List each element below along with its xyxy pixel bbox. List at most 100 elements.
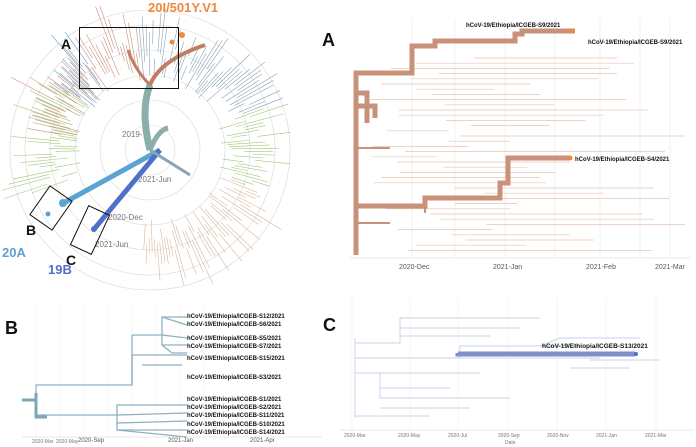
tree-branch	[33, 114, 66, 125]
tree-branch	[13, 153, 53, 157]
axis-tick-c: 2020-Mar	[344, 433, 366, 439]
tree-branch	[53, 129, 77, 136]
axis-tick-b: 2021-Jan	[168, 438, 194, 444]
tree-branch	[180, 66, 188, 81]
ring-label: 2021-Jun	[138, 175, 172, 184]
tree-branch	[141, 16, 146, 62]
tree-branch	[70, 87, 96, 107]
panel-a: hCoV-19/Ethiopia/ICGEB-S9/2021 hCoV-19/E…	[350, 18, 690, 283]
tree-branch	[91, 67, 109, 92]
tree-branch	[49, 131, 76, 137]
tree-branch	[51, 128, 78, 135]
tree-branch	[188, 225, 210, 269]
tree-branch	[73, 68, 90, 86]
tree-branch	[72, 81, 97, 104]
tree-branch	[163, 238, 169, 264]
tree-branch	[172, 230, 187, 279]
tree-branch	[218, 188, 252, 208]
tree-branch	[238, 100, 265, 113]
axis-tick-a: 2021-Feb	[586, 264, 616, 271]
tree-branch	[222, 158, 244, 163]
clade-label-19B: 19B	[48, 262, 72, 277]
tree-branch	[102, 36, 120, 76]
tree-branch	[57, 75, 79, 93]
tree-branch	[26, 141, 61, 145]
tree-branch	[224, 68, 251, 90]
tree-branch	[62, 171, 77, 177]
tree-branch	[200, 72, 219, 93]
tree-branch	[57, 135, 78, 140]
tree-branch	[29, 76, 64, 98]
tip-label-b: hCoV-19/Ethiopia/ICGEB-S2/2021	[187, 405, 282, 411]
tree-branch	[89, 46, 106, 75]
tip-label-b: hCoV-19/Ethiopia/ICGEB-S14/2021	[187, 430, 285, 436]
circular-tree-panel: 20I/501Y.V1 20A 19B 2019- 2021-Jun 2020-…	[0, 0, 291, 291]
tree-branch	[184, 214, 195, 233]
panel-letter-b: B	[5, 318, 18, 338]
tree-branch	[60, 43, 86, 74]
tree-branch	[39, 164, 57, 168]
tree-branch	[145, 244, 147, 264]
tree-branch	[156, 243, 161, 282]
tree-branch	[88, 72, 104, 92]
tree-branch	[240, 204, 282, 230]
tree-branch	[48, 81, 70, 97]
tree-branch	[209, 195, 242, 221]
tree-branch	[47, 84, 77, 104]
tree-branch	[209, 192, 228, 207]
tree-branch	[60, 83, 82, 100]
axis-tick-b: 2021-Apr	[250, 438, 275, 444]
tree-branch	[234, 61, 266, 86]
axis-tick-a: 2021-Jan	[493, 264, 523, 271]
tree-branch	[218, 120, 246, 130]
tree-branch	[211, 202, 233, 222]
tree-branch	[192, 45, 208, 72]
tree-branch	[82, 61, 101, 85]
tree-branch	[229, 144, 271, 147]
tree-branch	[206, 70, 243, 102]
tree-branch	[157, 12, 162, 53]
tree-branch	[54, 162, 81, 168]
clade-label-20A: 20A	[2, 245, 26, 260]
tree-branch	[192, 240, 214, 284]
tree-branch	[69, 70, 100, 101]
circular-tree	[1, 6, 291, 291]
tree-branch	[30, 90, 71, 111]
tip-label-b: hCoV-19/Ethiopia/ICGEB-S12/2021	[187, 314, 285, 320]
tree-branch	[159, 242, 163, 265]
tree-branch	[226, 129, 260, 137]
tree-branch	[47, 76, 88, 106]
tree-branch	[44, 108, 67, 118]
tree-branch	[42, 111, 60, 118]
tree-branch	[63, 90, 90, 109]
tip-label-a-1: hCoV-19/Ethiopia/ICGEB-S9/2021	[466, 23, 561, 29]
tree-branch	[11, 136, 60, 142]
axis-tick-c: 2020-Nov	[547, 433, 569, 439]
tree-branch	[175, 225, 184, 249]
tree-branch	[234, 108, 264, 120]
tree-branch	[151, 219, 153, 253]
tree-branch	[31, 114, 61, 124]
tree-branch	[197, 62, 215, 86]
tree-branch	[245, 190, 261, 198]
tree-branch	[101, 40, 110, 60]
tree-branch	[1, 176, 51, 191]
axis-title-c: Date	[505, 440, 516, 446]
tree-branch	[243, 97, 283, 114]
tree-branch	[13, 104, 50, 117]
tree-branch	[169, 239, 174, 256]
tree-branch	[257, 131, 291, 137]
tree-branch	[184, 230, 204, 273]
tree-branch	[253, 154, 275, 156]
ring-label: 2019-	[122, 130, 143, 139]
tree-branch	[160, 8, 166, 55]
tree-branch	[231, 167, 248, 171]
tree-branch	[196, 231, 212, 257]
tree-branch	[32, 106, 71, 122]
tree-branch	[227, 141, 266, 145]
tree-branch	[3, 183, 48, 199]
tree-branch	[182, 231, 190, 249]
tree-branch	[36, 156, 57, 159]
tree-branch	[104, 56, 116, 78]
tree-branch	[220, 222, 250, 252]
